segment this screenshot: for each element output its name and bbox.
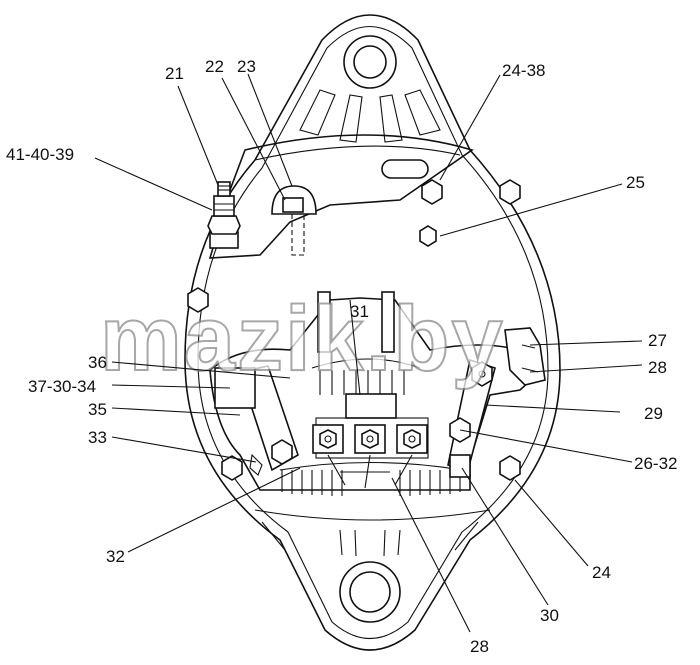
label-23: 23: [237, 57, 256, 76]
dome-screw: [271, 185, 317, 256]
label-27: 27: [648, 331, 667, 350]
label-24: 24: [592, 563, 611, 582]
housing-bolts: [187, 179, 521, 481]
label-26-32: 26-32: [634, 454, 677, 473]
label-28-right: 28: [648, 358, 667, 377]
label-24-38: 24-38: [502, 61, 545, 80]
label-37-30-34: 37-30-34: [28, 377, 96, 396]
label-33: 33: [88, 428, 107, 447]
label-21: 21: [165, 64, 184, 83]
label-36: 36: [88, 353, 107, 372]
label-32: 32: [106, 547, 125, 566]
label-22: 22: [205, 57, 224, 76]
cover-plate: [208, 134, 474, 259]
label-30: 30: [540, 606, 559, 625]
label-29: 29: [644, 404, 663, 423]
terminal-stud: [207, 181, 241, 249]
label-25: 25: [626, 173, 645, 192]
label-28-bottom: 28: [470, 637, 489, 656]
leader-lines: [94, 73, 643, 633]
watermark: mazik.by: [100, 288, 505, 390]
label-35: 35: [88, 400, 107, 419]
rectifier-assembly: [209, 291, 546, 496]
alternator-housing: [184, 14, 561, 651]
label-31: 31: [350, 302, 369, 321]
part-labels: 21 22 23 24-38 41-40-39 25 31 27 28 36 3…: [6, 57, 677, 656]
label-41-40-39: 41-40-39: [6, 145, 74, 164]
